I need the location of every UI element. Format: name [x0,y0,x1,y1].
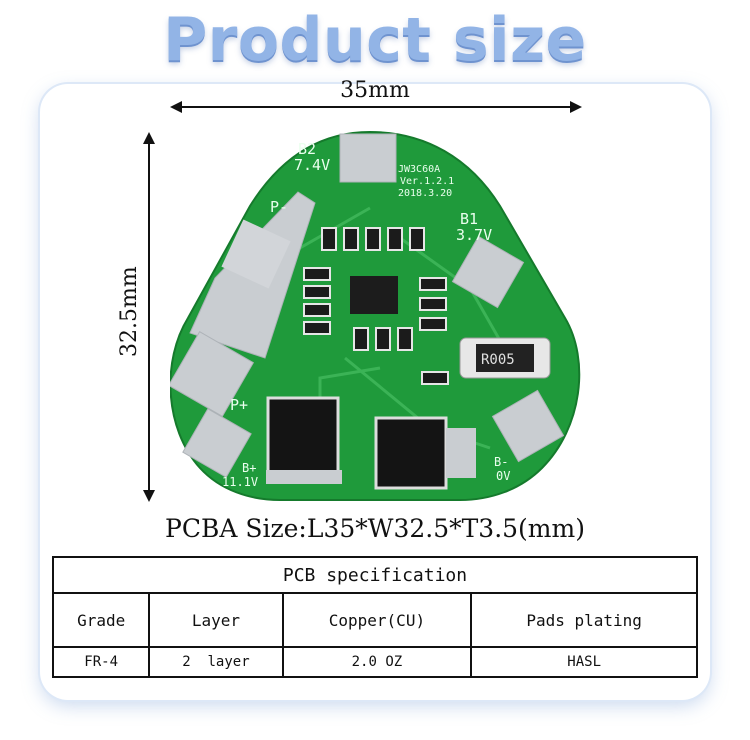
silk-model: JW3C60A [398,164,440,175]
spec-value-pads-plating: HASL [470,646,698,678]
pad-p-plus [167,330,255,418]
silk-date: 2018.3.20 [398,188,452,199]
height-dimension: 32.5mm [117,130,160,502]
height-label: 32.5mm [117,266,142,357]
pcb-photo: B2 7.4V B1 3.7V P- P+ B+ 11.1V B- 0V JW3… [167,128,590,506]
width-label: 35mm [340,78,410,103]
pad-b-minus [491,389,565,463]
spec-header-copper: Copper(CU) [281,592,473,648]
smd-components [303,227,449,385]
pad-b1 [451,235,525,309]
pcb-board-illustration: B2 7.4V B1 3.7V P- P+ B+ 11.1V B- 0V JW3… [167,130,581,501]
spec-header-pads-plating: Pads plating [470,592,698,648]
spec-value-grade: FR-4 [51,646,151,678]
page-title: Product size [163,5,587,75]
mosfet-2 [374,416,448,490]
pad-b2 [339,133,397,183]
arrow-down-icon [143,490,155,502]
width-dimension-line [174,106,576,108]
silk-b1: B1 [460,210,478,228]
silk-b-minus: B- [494,455,508,469]
width-dimension: 35mm [120,78,600,114]
height-dimension-line [148,138,150,498]
mosfet-1 [266,396,340,480]
arrow-right-icon [570,101,582,113]
spec-value-row: FR-4 2 layer 2.0 OZ HASL [51,646,698,678]
pcba-size-caption: PCBA Size:L35*W32.5*T3.5(mm) [165,514,585,543]
pad-p-minus-top [221,219,291,289]
spec-value-copper: 2.0 OZ [281,646,473,678]
ic-chip [350,276,398,314]
pad-b-plus [182,408,252,478]
silk-b-plus-voltage: 11.1V [222,475,258,489]
spec-table-title: PCB specification [52,556,698,594]
silk-b-plus: B+ [242,461,256,475]
pcb-spec-table: PCB specification Grade Layer Copper(CU)… [51,556,698,678]
spec-header-layer: Layer [148,592,284,648]
spec-value-layer: 2 layer [148,646,284,678]
silk-p-plus: P+ [230,396,248,414]
spec-header-grade: Grade [51,592,151,648]
arrow-up-icon [143,132,155,144]
silk-b-minus-voltage: 0V [496,469,510,483]
silk-b2: B2 [298,140,316,158]
spec-header-row: Grade Layer Copper(CU) Pads plating [51,592,698,648]
arrow-left-icon [170,101,182,113]
silk-b1-voltage: 3.7V [456,226,492,244]
silk-p-minus: P- [270,198,288,216]
silk-b2-voltage: 7.4V [294,156,330,174]
resistor-code: R005 [481,352,515,368]
silk-version: Ver.1.2.1 [400,176,454,187]
